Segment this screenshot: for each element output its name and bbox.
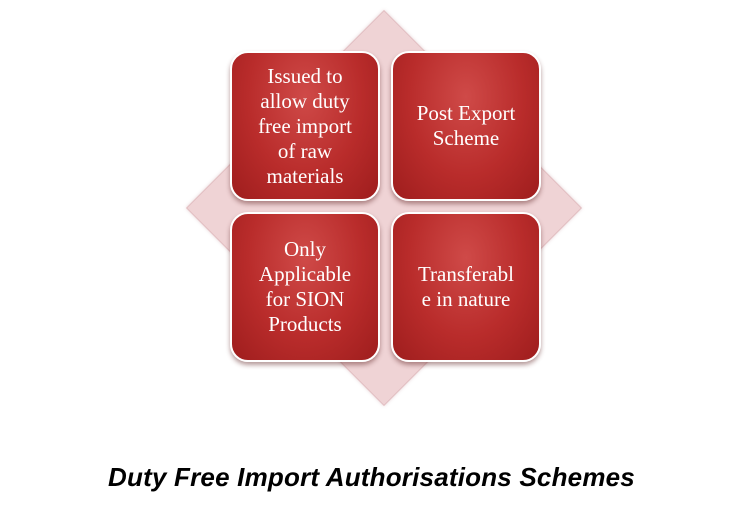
box-top-left: Issued to allow duty free import of raw … (230, 51, 380, 201)
box-bottom-left: Only Applicable for SION Products (230, 212, 380, 362)
box-top-left-text: Issued to allow duty free import of raw … (258, 63, 352, 188)
box-top-right-text: Post Export Scheme (416, 101, 516, 150)
box-bottom-left-text: Only Applicable for SION Products (258, 237, 352, 336)
box-top-right: Post Export Scheme (391, 51, 541, 201)
box-bottom-right: Transferabl e in nature (391, 212, 541, 362)
matrix-diagram: Issued to allow duty free import of raw … (186, 10, 582, 406)
box-bottom-right-text: Transferabl e in nature (417, 262, 515, 311)
diagram-caption: Duty Free Import Authorisations Schemes (108, 462, 635, 492)
